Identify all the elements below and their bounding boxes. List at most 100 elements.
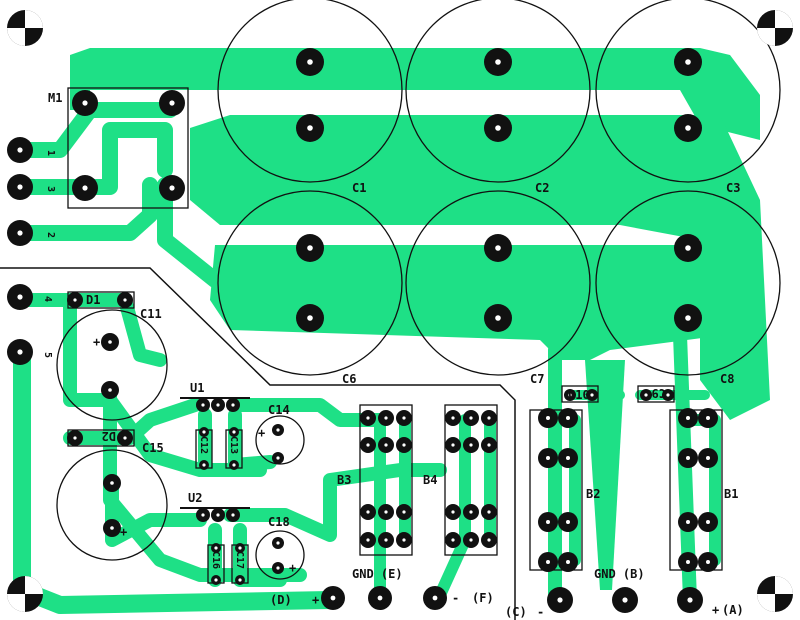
label-u2: U2 xyxy=(188,491,202,505)
drill-hole xyxy=(231,513,235,517)
silkscreen-labels: C1 C2 C3 C6 C7 C8 M1 1 3 2 4 5 D1 D2 C11… xyxy=(42,91,744,619)
drill-hole xyxy=(307,245,313,251)
label-c12: C12 xyxy=(198,436,209,454)
drill-hole xyxy=(402,510,406,514)
drill-hole xyxy=(276,456,280,460)
label-c10: C10 xyxy=(568,388,590,402)
drill-hole xyxy=(216,513,220,517)
drill-hole xyxy=(487,443,491,447)
label-c16: C16 xyxy=(210,551,221,569)
drill-hole xyxy=(330,595,336,601)
drill-hole xyxy=(546,560,550,564)
drill-hole xyxy=(685,315,691,321)
label-b2: B2 xyxy=(586,487,600,501)
drill-hole xyxy=(566,520,570,524)
drill-hole xyxy=(17,184,23,190)
drill-hole xyxy=(366,443,370,447)
mounting-hole-bottom-right xyxy=(757,576,793,612)
label-plus-c15: + xyxy=(120,525,127,539)
drill-hole xyxy=(384,510,388,514)
drill-hole xyxy=(17,349,23,355)
label-d2: D2 xyxy=(102,429,116,443)
label-c9: C9 xyxy=(652,386,666,400)
mounting-holes xyxy=(7,10,793,612)
module-outline xyxy=(67,87,189,209)
drill-hole xyxy=(432,595,438,601)
label-terminal-d: (D) xyxy=(270,593,292,607)
drill-hole xyxy=(110,481,114,485)
drill-hole xyxy=(307,315,313,321)
drill-hole xyxy=(495,245,501,251)
label-c13: C13 xyxy=(228,436,239,454)
drill-hole xyxy=(590,393,594,397)
drill-hole xyxy=(17,147,23,153)
label-terminal-d-sign: + xyxy=(312,593,319,607)
label-terminal-f: (F) xyxy=(472,591,494,605)
label-terminal-f-sign: - xyxy=(452,591,459,605)
label-pin-2: 2 xyxy=(45,232,56,238)
drill-hole xyxy=(469,443,473,447)
drill-hole xyxy=(706,416,710,420)
drill-hole xyxy=(495,59,501,65)
drill-hole xyxy=(566,456,570,460)
drill-hole xyxy=(17,294,23,300)
drill-hole xyxy=(377,595,383,601)
label-c17: C17 xyxy=(234,551,245,569)
drill-hole xyxy=(366,538,370,542)
drill-hole xyxy=(73,298,77,302)
drill-hole xyxy=(202,430,206,434)
drill-hole xyxy=(366,416,370,420)
drill-hole xyxy=(214,546,218,550)
label-plus-c14: + xyxy=(258,426,265,440)
drill-hole xyxy=(557,597,563,603)
drill-hole xyxy=(487,416,491,420)
mounting-hole-bottom-left xyxy=(7,576,43,612)
drill-hole xyxy=(238,546,242,550)
drill-hole xyxy=(686,520,690,524)
drill-hole xyxy=(687,597,693,603)
drill-hole xyxy=(622,597,628,603)
drill-hole xyxy=(546,520,550,524)
drill-hole xyxy=(201,403,205,407)
label-c7: C7 xyxy=(530,372,544,386)
drill-hole xyxy=(686,416,690,420)
label-c2: C2 xyxy=(535,181,549,195)
label-plus-c18: + xyxy=(289,561,296,575)
drill-hole xyxy=(451,538,455,542)
drill-hole xyxy=(402,443,406,447)
drill-hole xyxy=(307,59,313,65)
drill-hole xyxy=(307,125,313,131)
drill-hole xyxy=(214,578,218,582)
label-plus-c11: + xyxy=(93,335,100,349)
label-m1: M1 xyxy=(48,91,62,105)
drill-hole xyxy=(706,456,710,460)
drill-hole xyxy=(644,393,648,397)
label-c14: C14 xyxy=(268,403,290,417)
label-c18: C18 xyxy=(268,515,290,529)
drill-hole xyxy=(169,185,175,191)
drill-hole xyxy=(487,510,491,514)
label-terminal-gnd-e: GND (E) xyxy=(352,567,403,581)
drill-hole xyxy=(384,538,388,542)
label-terminal-gnd-b: GND (B) xyxy=(594,567,645,581)
drill-hole xyxy=(366,510,370,514)
drill-hole xyxy=(402,416,406,420)
drill-hole xyxy=(17,230,23,236)
drill-hole xyxy=(685,59,691,65)
drill-hole xyxy=(238,578,242,582)
drill-hole xyxy=(686,560,690,564)
label-u1: U1 xyxy=(190,381,204,395)
drill-hole xyxy=(276,428,280,432)
label-b3: B3 xyxy=(337,473,351,487)
drill-hole xyxy=(686,456,690,460)
pad-layer xyxy=(7,48,718,613)
drill-hole xyxy=(231,403,235,407)
drill-hole xyxy=(108,340,112,344)
drill-hole xyxy=(82,100,88,106)
label-terminal-c: (C) xyxy=(505,605,527,619)
drill-hole xyxy=(685,245,691,251)
drill-hole xyxy=(402,538,406,542)
label-pin-5: 5 xyxy=(42,352,53,358)
drill-hole xyxy=(169,100,175,106)
drill-hole xyxy=(487,538,491,542)
